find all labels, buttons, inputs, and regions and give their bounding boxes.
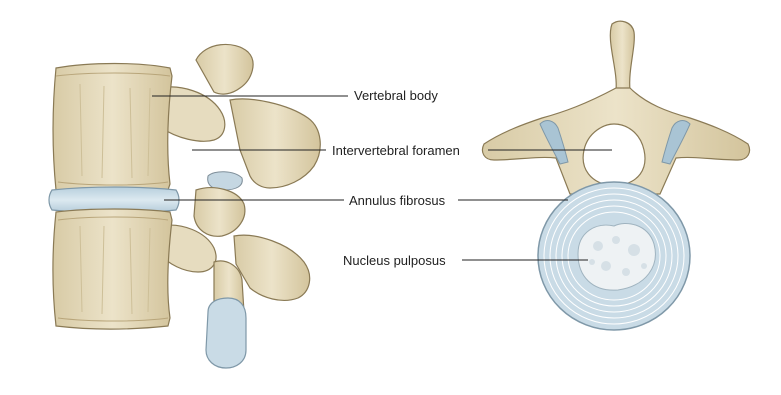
upper-vertebral-body (53, 64, 172, 194)
upper-spinous-process (230, 99, 320, 188)
spinous-process-top (610, 21, 634, 90)
lower-vertebral-body (53, 209, 172, 329)
upper-articular-process (196, 44, 253, 94)
superior-view (482, 21, 749, 330)
lateral-view (49, 44, 320, 368)
lower-articular-process (194, 188, 245, 237)
label-intervertebral-foramen: Intervertebral foramen (332, 143, 460, 159)
label-nucleus-pulposus: Nucleus pulposus (343, 253, 446, 269)
lower-transverse-process (234, 235, 310, 300)
label-vertebral-body: Vertebral body (354, 88, 438, 104)
label-annulus-fibrosus: Annulus fibrosus (349, 193, 445, 209)
lower-facet-cartilage (206, 298, 246, 368)
vertebral-foramen (583, 124, 645, 186)
